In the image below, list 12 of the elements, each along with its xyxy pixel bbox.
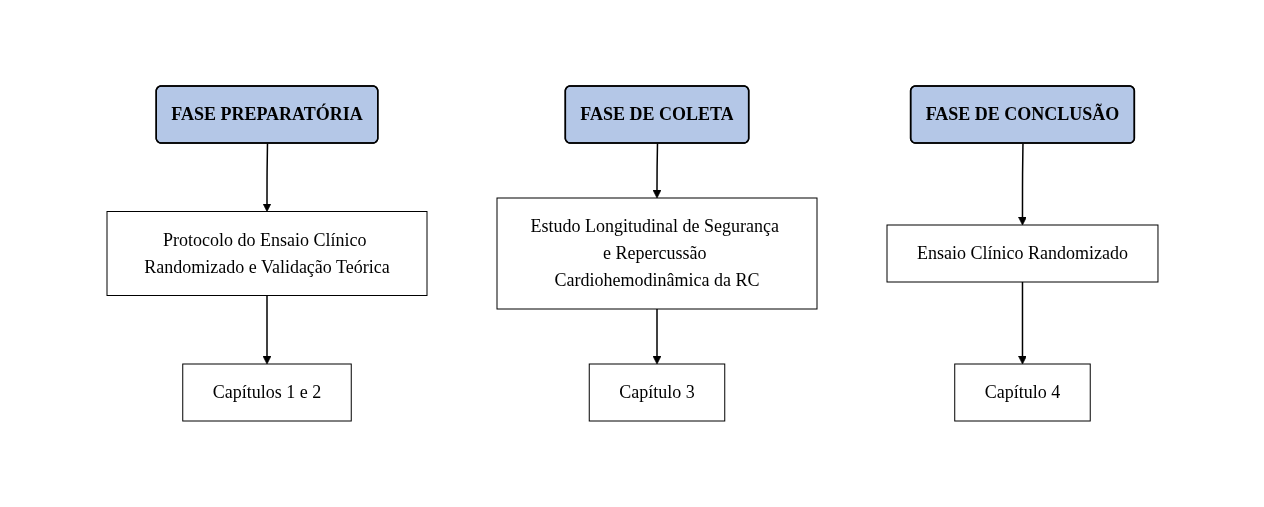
arrow <box>652 308 661 365</box>
node-box: Capítulos 1 e 2 <box>181 363 352 422</box>
node-box: Protocolo do Ensaio Clínico Randomizado e Validação Teórica <box>106 211 427 296</box>
arrow <box>652 142 661 199</box>
node-box: Capítulo 3 <box>588 363 725 422</box>
arrow <box>262 294 271 365</box>
arrow <box>1017 281 1027 365</box>
node-box: Ensaio Clínico Randomizado <box>886 224 1158 283</box>
node-box: Estudo Longitudinal de Segurança e Repercussão Cardiohemodinâmica da RC <box>496 197 817 310</box>
arrow <box>1017 142 1027 226</box>
node-box: Capítulo 4 <box>953 363 1091 422</box>
arrow <box>262 142 271 212</box>
